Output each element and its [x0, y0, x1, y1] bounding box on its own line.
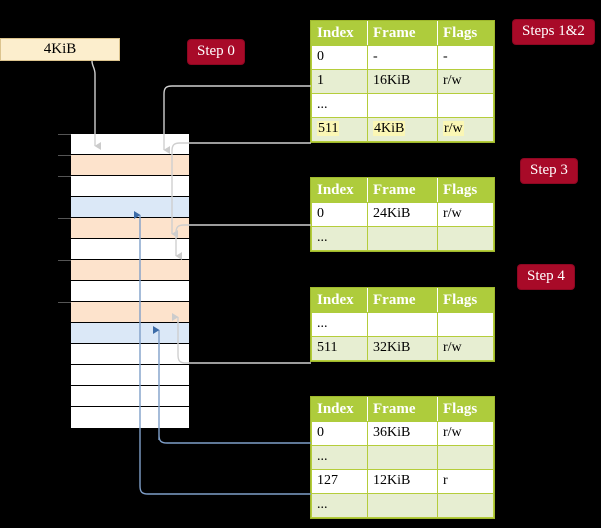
table-row[interactable]: ...: [311, 93, 494, 118]
column-header-index: Index: [311, 21, 368, 46]
source-frame-box: 4KiB: [0, 38, 120, 61]
memory-tick-6: [58, 260, 71, 261]
memory-tick-8: [58, 302, 71, 303]
cell-flags: [437, 226, 494, 251]
memory-row-10: [71, 344, 189, 365]
memory-row-5: [71, 239, 189, 260]
cell-index: 0: [311, 421, 368, 446]
memory-row-13: [71, 407, 189, 428]
step-badge-step-0: Step 0: [188, 40, 244, 64]
memory-row-6: [71, 260, 189, 281]
column-header-frame: Frame: [367, 288, 438, 313]
column-header-flags: Flags: [437, 397, 494, 422]
step-badge-step-4: Step 4: [518, 265, 574, 289]
cell-index: 511: [311, 336, 368, 361]
column-header-index: Index: [311, 288, 368, 313]
table-row[interactable]: ...: [311, 312, 494, 337]
memory-row-8: [71, 302, 189, 323]
cell-flags: [437, 445, 494, 470]
cell-flags: r: [437, 469, 494, 494]
memory-row-7: [71, 281, 189, 302]
table-row[interactable]: 0--: [311, 45, 494, 70]
column-header-flags: Flags: [437, 178, 494, 203]
cell-index: 1: [311, 69, 368, 94]
physical-memory-column: [70, 133, 190, 428]
cell-frame: [367, 445, 438, 470]
memory-row-1: [71, 155, 189, 176]
table-row[interactable]: ...: [311, 445, 494, 470]
column-header-frame: Frame: [367, 21, 438, 46]
column-header-index: Index: [311, 397, 368, 422]
cell-frame: 24KiB: [367, 202, 438, 227]
cell-flags: r/w: [437, 421, 494, 446]
cell-index: ...: [311, 226, 368, 251]
cell-index: 0: [311, 202, 368, 227]
cell-flags: r/w: [437, 336, 494, 361]
cell-frame: -: [367, 45, 438, 70]
column-header-frame: Frame: [367, 178, 438, 203]
cell-frame: 16KiB: [367, 69, 438, 94]
cell-index: 127: [311, 469, 368, 494]
cell-index: ...: [311, 312, 368, 337]
memory-row-3: [71, 197, 189, 218]
cell-flags: [437, 493, 494, 518]
cell-frame: 12KiB: [367, 469, 438, 494]
cell-frame: [367, 312, 438, 337]
memory-row-2: [71, 176, 189, 197]
memory-row-0: [71, 134, 189, 155]
memory-row-9: [71, 323, 189, 344]
table-row[interactable]: ...: [311, 226, 494, 251]
cell-frame: [367, 93, 438, 118]
cell-frame: [367, 493, 438, 518]
table-row[interactable]: ...: [311, 493, 494, 518]
memory-tick-2: [58, 176, 71, 177]
column-header-flags: Flags: [437, 21, 494, 46]
cell-index: ...: [311, 93, 368, 118]
wire-step4: [172, 313, 311, 364]
cell-flags: -: [437, 45, 494, 70]
cell-frame: 4KiB: [367, 117, 438, 142]
column-header-index: Index: [311, 178, 368, 203]
cell-index: 511: [311, 117, 368, 142]
cell-frame: 32KiB: [367, 336, 438, 361]
column-header-flags: Flags: [437, 288, 494, 313]
highlighted-value: r/w: [443, 121, 464, 136]
memory-row-11: [71, 365, 189, 386]
cell-index: 0: [311, 45, 368, 70]
highlighted-value: 511: [317, 121, 340, 136]
cell-frame: [367, 226, 438, 251]
memory-row-12: [71, 386, 189, 407]
cell-flags: [437, 93, 494, 118]
cell-flags: r/w: [437, 69, 494, 94]
memory-row-4: [71, 218, 189, 239]
cell-flags: [437, 312, 494, 337]
table-row[interactable]: 511 4KiB r/w: [311, 117, 494, 142]
cell-flags: r/w: [437, 202, 494, 227]
highlighted-value: 4KiB: [373, 121, 406, 136]
cell-index: ...: [311, 493, 368, 518]
memory-tick-1: [58, 155, 71, 156]
cell-flags: r/w: [437, 117, 494, 142]
step-badge-steps-1-and-2: Steps 1&2: [513, 20, 594, 44]
memory-tick-4: [58, 218, 71, 219]
column-header-frame: Frame: [367, 397, 438, 422]
cell-frame: 36KiB: [367, 421, 438, 446]
cell-index: ...: [311, 445, 368, 470]
step-badge-step-3: Step 3: [521, 159, 577, 183]
wire-step3: [175, 224, 311, 260]
memory-tick-0: [58, 134, 71, 135]
